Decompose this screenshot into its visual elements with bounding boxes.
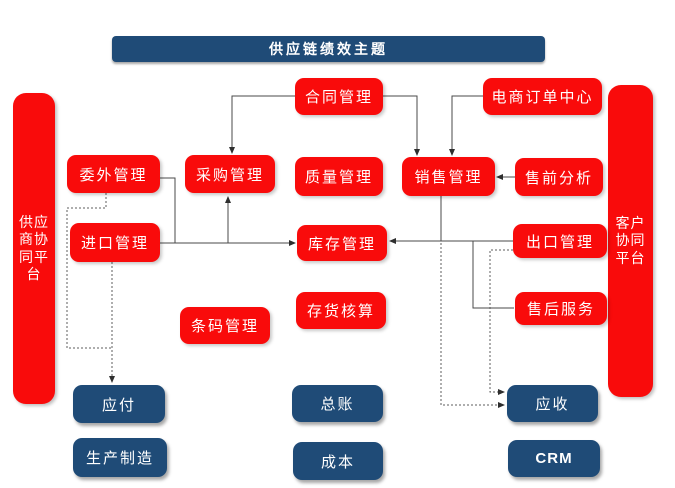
node-sales-management: 销售管理 xyxy=(402,157,495,196)
node-label: 质量管理 xyxy=(304,169,373,186)
node-quality-management: 质量管理 xyxy=(295,157,383,196)
platform-customer-collaboration: 客户 协同 平台 xyxy=(608,85,653,397)
node-aftersales-service: 售后服务 xyxy=(515,292,607,325)
node-presales-analysis: 售前分析 xyxy=(515,158,603,196)
node-label: 条码管理 xyxy=(190,318,259,335)
title-banner-label: 供应链绩效主题 xyxy=(269,41,388,57)
platform-label-line: 协同 xyxy=(615,232,646,249)
node-import-management: 进口管理 xyxy=(70,223,160,262)
platform-label-line: 同平 xyxy=(19,248,49,265)
edge-export-to-receivable xyxy=(489,249,513,395)
node-label: 库存管理 xyxy=(307,235,376,253)
node-accounts-payable: 应付 xyxy=(73,385,165,423)
node-accounts-receivable: 应收 xyxy=(507,385,598,422)
node-crm: CRM xyxy=(508,440,600,477)
node-label: 售前分析 xyxy=(524,169,593,187)
node-label: 电商订单中心 xyxy=(491,89,594,106)
edge-sales-to-receivable xyxy=(440,243,505,408)
node-contract-management: 合同管理 xyxy=(295,78,383,115)
node-label: 合同管理 xyxy=(304,89,373,106)
node-general-ledger: 总账 xyxy=(292,385,383,422)
node-label: 出口管理 xyxy=(525,233,594,251)
platform-label-line: 客户 xyxy=(615,214,646,231)
platform-label-line: 台 xyxy=(26,266,42,282)
node-export-management: 出口管理 xyxy=(513,224,607,258)
node-label: 应付 xyxy=(101,396,136,414)
platform-label-line: 平台 xyxy=(615,249,646,266)
node-label: 成本 xyxy=(320,453,355,471)
node-label: 进口管理 xyxy=(80,235,149,252)
edge-contract-to-sales xyxy=(383,95,420,156)
platform-label-line: 供应 xyxy=(19,213,49,230)
platform-label-line: 商协 xyxy=(19,231,49,247)
edge-aftersales-join xyxy=(472,241,514,309)
node-manufacturing: 生产制造 xyxy=(73,438,167,477)
node-label: 采购管理 xyxy=(195,166,264,184)
node-outsourcing-management: 委外管理 xyxy=(67,155,160,193)
node-procurement-management: 采购管理 xyxy=(185,155,275,193)
node-label: 总账 xyxy=(320,396,355,413)
node-inventory-management: 库存管理 xyxy=(297,225,387,261)
node-inventory-accounting: 存货核算 xyxy=(296,292,386,329)
node-label: CRM xyxy=(535,450,573,467)
node-cost: 成本 xyxy=(293,442,383,480)
node-barcode-management: 条码管理 xyxy=(180,307,270,344)
node-ecommerce-order-center: 电商订单中心 xyxy=(483,78,602,115)
node-label: 生产制造 xyxy=(85,450,154,467)
node-label: 委外管理 xyxy=(79,166,148,184)
node-label: 售后服务 xyxy=(526,301,595,318)
edge-contract-to-procurement xyxy=(229,95,295,154)
platform-supplier-collaboration: 供应 商协 同平 台 xyxy=(13,93,55,404)
node-label: 存货核算 xyxy=(306,303,375,320)
node-label: 销售管理 xyxy=(414,169,483,186)
title-banner: 供应链绩效主题 xyxy=(112,36,545,62)
edge-outsourcing-join xyxy=(160,177,176,243)
edge-outsourcing-to-payable xyxy=(66,193,111,349)
node-label: 应收 xyxy=(535,396,570,413)
edge-ecommerce-to-sales xyxy=(449,95,483,156)
